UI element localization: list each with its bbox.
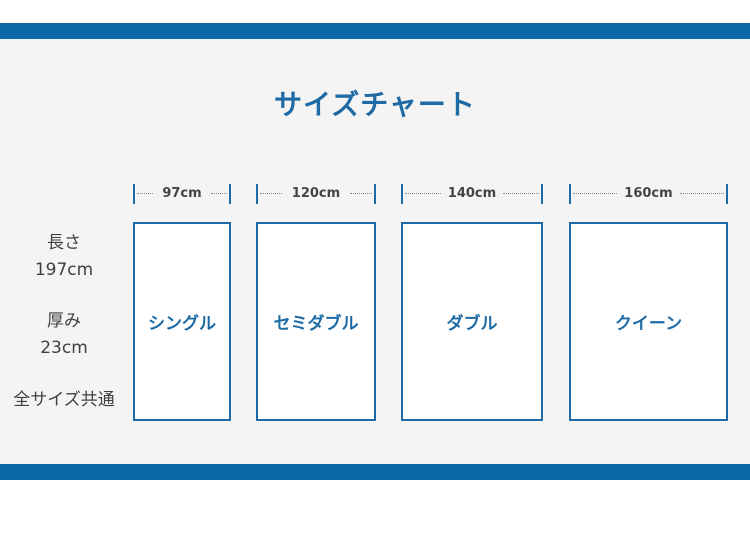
dimension-tick-right — [374, 184, 376, 204]
top-stripe — [0, 23, 750, 39]
size-box-queen: クイーン — [569, 222, 728, 421]
size-name-queen: クイーン — [614, 314, 683, 334]
width-dimension-double: 140cm — [401, 184, 543, 204]
dimension-tick-left — [256, 184, 258, 204]
dimension-dots-right — [211, 193, 227, 194]
dimension-tick-right — [229, 184, 231, 204]
thickness-label: 厚み — [47, 311, 81, 331]
width-value-queen: 160cm — [619, 186, 678, 201]
size-name-single: シングル — [148, 314, 216, 334]
width-value-semi-double: 120cm — [286, 186, 346, 201]
dimension-tick-right — [541, 184, 543, 204]
width-value-single: 97cm — [157, 186, 207, 201]
page-title: サイズチャート — [274, 88, 476, 121]
size-box-double: ダブル — [401, 222, 543, 421]
dimension-dots-left — [260, 193, 282, 194]
size-name-double: ダブル — [446, 314, 498, 334]
dimension-dots-right — [350, 193, 372, 194]
common-size-note: 全サイズ共通 — [13, 390, 115, 410]
size-name-semi-double: セミダブル — [273, 314, 359, 334]
thickness-value: 23cm — [40, 338, 88, 358]
dimension-tick-left — [133, 184, 135, 204]
dimension-tick-right — [726, 184, 728, 204]
dimension-tick-left — [401, 184, 403, 204]
dimension-dots-right — [503, 193, 539, 194]
width-dimension-semi-double: 120cm — [256, 184, 376, 204]
size-box-single: シングル — [133, 222, 231, 421]
size-box-semi-double: セミダブル — [256, 222, 376, 421]
width-dimension-queen: 160cm — [569, 184, 728, 204]
width-dimension-single: 97cm — [133, 184, 231, 204]
width-value-double: 140cm — [442, 186, 502, 201]
dimension-dots-left — [573, 193, 617, 194]
dimension-dots-right — [680, 193, 724, 194]
dimension-dots-left — [405, 193, 441, 194]
bottom-stripe — [0, 464, 750, 480]
length-value: 197cm — [34, 260, 94, 280]
dimension-tick-left — [569, 184, 571, 204]
dimension-dots-left — [137, 193, 153, 194]
length-label: 長さ — [47, 233, 81, 253]
